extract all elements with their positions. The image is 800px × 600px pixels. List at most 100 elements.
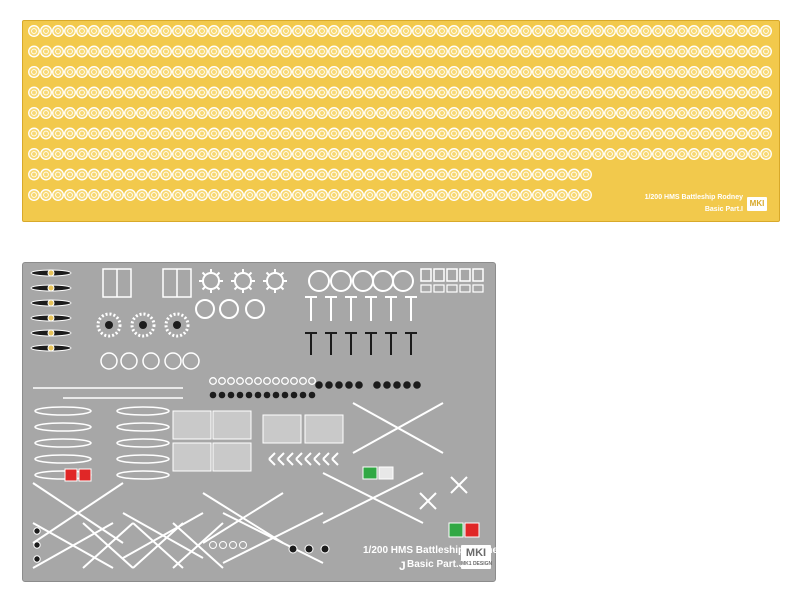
porthole-inner (163, 192, 169, 198)
porthole-inner (607, 28, 613, 34)
porthole-part (40, 189, 52, 201)
porthole-part (196, 66, 208, 78)
dome-part (245, 299, 265, 319)
porthole-inner (499, 110, 505, 116)
porthole-inner (259, 171, 265, 178)
porthole-part (532, 25, 544, 37)
porthole-inner (427, 110, 433, 116)
porthole-part (268, 127, 280, 140)
porthole-part (76, 25, 88, 37)
porthole-inner (607, 130, 613, 137)
porthole-inner (643, 151, 649, 157)
porthole-part (532, 107, 544, 119)
propeller-hub (47, 329, 55, 337)
porthole-inner (343, 110, 349, 116)
porthole-inner (727, 48, 733, 55)
porthole-inner (79, 28, 85, 34)
porthole-part (280, 45, 292, 58)
porthole-inner (331, 110, 337, 116)
porthole-part (724, 25, 736, 37)
porthole-part (196, 127, 208, 140)
small-round-part (373, 381, 381, 389)
porthole-part (484, 45, 496, 58)
porthole-inner (79, 151, 85, 157)
porthole-part (280, 86, 292, 99)
porthole-part (496, 189, 508, 201)
chevron-part (313, 452, 321, 466)
porthole-part (100, 168, 112, 181)
porthole-part (316, 25, 328, 37)
porthole-inner (403, 110, 409, 116)
porthole-part (136, 66, 148, 78)
porthole-part (40, 86, 52, 99)
porthole-inner (475, 89, 481, 96)
porthole-part (76, 148, 88, 160)
porthole-part (112, 148, 124, 160)
porthole-inner (751, 110, 757, 116)
porthole-inner (379, 89, 385, 96)
porthole-inner (139, 110, 145, 116)
porthole-inner (343, 130, 349, 137)
porthole-inner (535, 28, 541, 34)
porthole-part (664, 127, 676, 140)
porthole-part (400, 148, 412, 160)
porthole-part (568, 148, 580, 160)
porthole-inner (235, 130, 241, 137)
porthole-inner (667, 130, 673, 137)
porthole-inner (763, 69, 769, 75)
porthole-inner (559, 171, 565, 178)
porthole-part (736, 148, 748, 160)
porthole-part (184, 189, 196, 201)
porthole-inner (439, 89, 445, 96)
porthole-inner (139, 151, 145, 157)
porthole-part (304, 168, 316, 181)
porthole-inner (547, 89, 553, 96)
porthole-part (652, 86, 664, 99)
porthole-part (484, 189, 496, 201)
porthole-inner (451, 28, 457, 34)
porthole-part (412, 107, 424, 119)
porthole-part (112, 189, 124, 201)
porthole-part (664, 107, 676, 119)
porthole-inner (751, 151, 757, 157)
porthole-part (304, 25, 316, 37)
porthole-inner (619, 89, 625, 96)
porthole-part (412, 25, 424, 37)
brace-part (32, 482, 124, 544)
porthole-part (424, 86, 436, 99)
porthole-part (268, 107, 280, 119)
panel-part (472, 268, 484, 282)
porthole-inner (643, 28, 649, 34)
porthole-part (232, 66, 244, 78)
porthole-inner (439, 110, 445, 116)
porthole-inner (55, 151, 61, 157)
green-lamp-part (362, 466, 378, 480)
porthole-inner (211, 28, 217, 34)
porthole-inner (451, 48, 457, 55)
porthole-inner (55, 110, 61, 116)
porthole-part (364, 66, 376, 78)
porthole-inner (295, 110, 301, 116)
porthole-inner (451, 171, 457, 178)
porthole-part (460, 168, 472, 181)
porthole-inner (175, 171, 181, 178)
small-round-part (315, 381, 323, 389)
panel-part (472, 284, 484, 293)
porthole-inner (151, 89, 157, 96)
porthole-inner (547, 130, 553, 137)
porthole-part (520, 189, 532, 201)
porthole-inner (283, 48, 289, 55)
fitting-part (325, 296, 337, 321)
porthole-inner (379, 151, 385, 157)
porthole-part (88, 148, 100, 160)
porthole-part (76, 189, 88, 201)
porthole-part (436, 148, 448, 160)
porthole-part (340, 107, 352, 119)
panel-part (420, 268, 432, 282)
porthole-inner (211, 151, 217, 157)
porthole-part (748, 86, 760, 99)
porthole-inner (679, 28, 685, 34)
porthole-inner (523, 171, 529, 178)
porthole-inner (571, 192, 577, 198)
porthole-inner (367, 151, 373, 157)
